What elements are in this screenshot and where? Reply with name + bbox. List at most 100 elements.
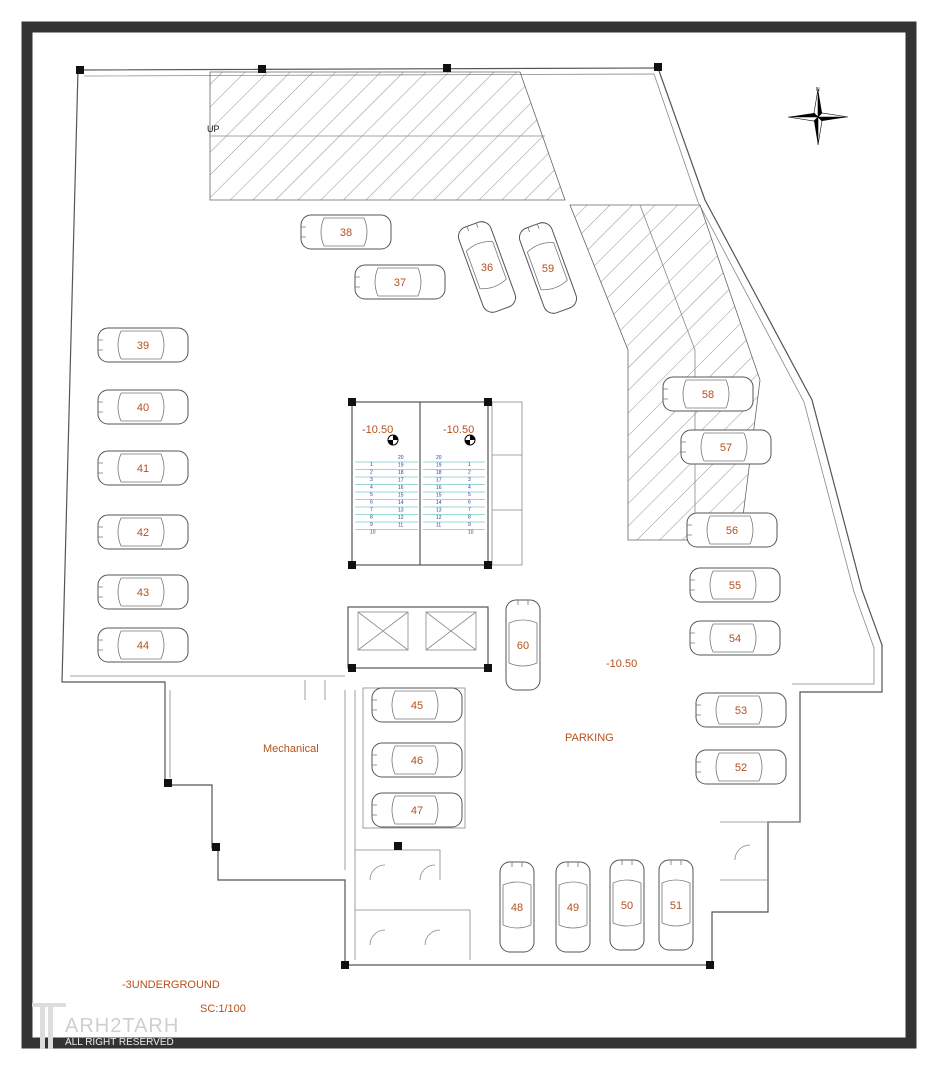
stair-step-number: 12	[436, 515, 442, 521]
elevator-block	[347, 606, 489, 829]
parking-space: 57	[680, 429, 772, 465]
stair-step-number: 8	[468, 515, 471, 521]
car-icon	[371, 792, 463, 828]
car-icon	[609, 859, 645, 951]
stair-step-number: 5	[370, 492, 373, 498]
stair-step-number: 9	[468, 522, 471, 528]
parking-space: 36	[457, 221, 517, 313]
parking-space-number: 46	[411, 755, 423, 767]
car-icon	[371, 742, 463, 778]
car-icon	[680, 429, 772, 465]
stair-step-number: 15	[436, 493, 442, 499]
column	[654, 63, 662, 71]
parking-space: 52	[695, 749, 787, 785]
stair-step-number: 16	[436, 485, 442, 491]
parking-space: 56	[686, 512, 778, 548]
parking-space: 55	[689, 567, 781, 603]
column	[484, 561, 492, 569]
car-icon	[518, 222, 578, 314]
watermark-name: ARH2TARH	[65, 1015, 180, 1037]
parking-space-number: 54	[729, 633, 741, 645]
parking-space: 37	[354, 264, 446, 300]
building-outline	[61, 67, 883, 966]
car-icon	[689, 620, 781, 656]
watermark-logo: ARH2TARH ALL RIGHT RESERVED	[30, 1000, 190, 1050]
column	[484, 664, 492, 672]
parking-space-number: 45	[411, 700, 423, 712]
parking-space-number: 41	[137, 463, 149, 475]
stair-step-number: 1	[370, 462, 373, 468]
car-icon	[662, 376, 754, 412]
car-icon	[695, 692, 787, 728]
column	[484, 398, 492, 406]
car-icon	[686, 512, 778, 548]
watermark-subtitle: ALL RIGHT RESERVED	[65, 1037, 174, 1048]
car-icon	[505, 599, 541, 691]
parking-space: 47	[371, 792, 463, 828]
parking-space-number: 44	[137, 640, 149, 652]
column	[76, 66, 84, 74]
parking-space: 44	[97, 627, 189, 663]
stair-step-number: 17	[436, 478, 442, 484]
scale-label: SC:1/100	[200, 1003, 246, 1015]
parking-space: 58	[662, 376, 754, 412]
parking-space: 40	[97, 389, 189, 425]
car-icon	[689, 567, 781, 603]
car-icon	[555, 861, 591, 953]
parking-space: 53	[695, 692, 787, 728]
column	[164, 779, 172, 787]
parking-space-number: 60	[517, 640, 529, 652]
north-arrow: N	[787, 87, 849, 146]
parking-label: PARKING	[565, 732, 614, 744]
column	[258, 65, 266, 73]
stair-step-number: 7	[370, 507, 373, 513]
parking-space-number: 39	[137, 340, 149, 352]
parking-space-number: 40	[137, 402, 149, 414]
parking-space-number: 56	[726, 525, 738, 537]
column	[394, 842, 402, 850]
parking-space: 39	[97, 327, 189, 363]
stair-step-number: 19	[436, 463, 442, 469]
stair-step-number: 1	[468, 462, 471, 468]
car-icon	[97, 574, 189, 610]
parking-space-number: 42	[137, 527, 149, 539]
parking-space: 41	[97, 450, 189, 486]
column	[443, 64, 451, 72]
stair-step-number: 9	[370, 522, 373, 528]
stair-step-number: 4	[468, 485, 471, 491]
car-icon	[371, 687, 463, 723]
ramp-right	[569, 204, 761, 541]
stair-step-number: 18	[398, 470, 404, 476]
up-label: UP	[207, 124, 220, 134]
stair-right-level: -10.50	[443, 424, 474, 436]
car-icon	[97, 450, 189, 486]
parking-space-number: 55	[729, 580, 741, 592]
column	[348, 561, 356, 569]
parking-space: 51	[658, 859, 694, 951]
car-icon	[97, 514, 189, 550]
stair-step-number: 5	[468, 492, 471, 498]
parking-space-number: 59	[542, 263, 554, 275]
drawing-frame	[21, 21, 917, 1049]
parking-space-number: 57	[720, 442, 732, 454]
car-icon	[695, 749, 787, 785]
car-icon	[300, 214, 392, 250]
parking-space-number: 38	[340, 227, 352, 239]
stair-step-number: 3	[468, 477, 471, 483]
car-icon	[97, 327, 189, 363]
stair-step-number: 6	[370, 500, 373, 506]
stair-step-number: 15	[398, 493, 404, 499]
parking-space: 42	[97, 514, 189, 550]
stair-step-number: 20	[398, 455, 404, 461]
stair-step-number: 3	[370, 477, 373, 483]
stair-step-number: 20	[436, 455, 442, 461]
parking-space-number: 48	[511, 902, 523, 914]
column	[348, 664, 356, 672]
parking-space: 59	[518, 222, 578, 314]
car-icon	[97, 627, 189, 663]
stair-step-number: 2	[468, 470, 471, 476]
parking-space: 60	[505, 599, 541, 691]
car-icon	[97, 389, 189, 425]
